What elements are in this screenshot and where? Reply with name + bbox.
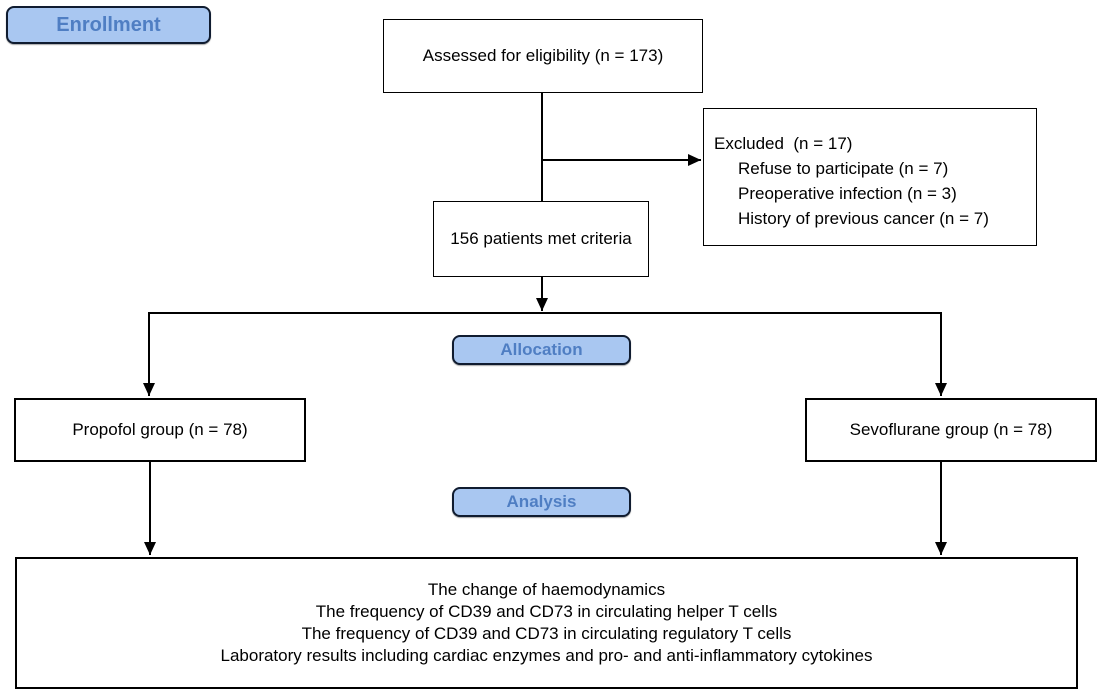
enrollment-phase-badge: Enrollment (6, 6, 211, 44)
analysis-phase-label: Analysis (506, 492, 577, 511)
outcome-line-haemodynamics: The change of haemodynamics (427, 580, 666, 599)
met-criteria-text: 156 patients met criteria (450, 229, 632, 248)
outcome-line-helper-t-cells: The frequency of CD39 and CD73 in circul… (315, 602, 778, 621)
analysis-outcomes-box: The change of haemodynamics The frequenc… (15, 557, 1078, 689)
excluded-reason-refuse: Refuse to participate (n = 7) (738, 159, 949, 178)
excluded-reason-infection: Preoperative infection (n = 3) (738, 184, 957, 203)
outcome-line-regulatory-t-cells: The frequency of CD39 and CD73 in circul… (301, 624, 792, 643)
assessed-eligibility-box: Assessed for eligibility (n = 173) (383, 19, 703, 93)
assessed-eligibility-text: Assessed for eligibility (n = 173) (422, 46, 664, 65)
allocation-phase-badge: Allocation (452, 335, 631, 365)
outcome-line-laboratory-results: Laboratory results including cardiac enz… (220, 646, 873, 665)
excluded-box: Excluded (n = 17) Refuse to participate … (703, 108, 1037, 246)
propofol-group-text: Propofol group (n = 78) (72, 420, 248, 439)
analysis-phase-badge: Analysis (452, 487, 631, 517)
excluded-title: Excluded (n = 17) (714, 134, 853, 153)
allocation-phase-label: Allocation (500, 340, 583, 359)
enrollment-phase-label: Enrollment (56, 13, 161, 36)
propofol-group-box: Propofol group (n = 78) (14, 398, 306, 462)
excluded-reason-cancer: History of previous cancer (n = 7) (738, 209, 989, 228)
met-criteria-box: 156 patients met criteria (433, 201, 649, 277)
sevoflurane-group-text: Sevoflurane group (n = 78) (849, 420, 1053, 439)
sevoflurane-group-box: Sevoflurane group (n = 78) (805, 398, 1097, 462)
